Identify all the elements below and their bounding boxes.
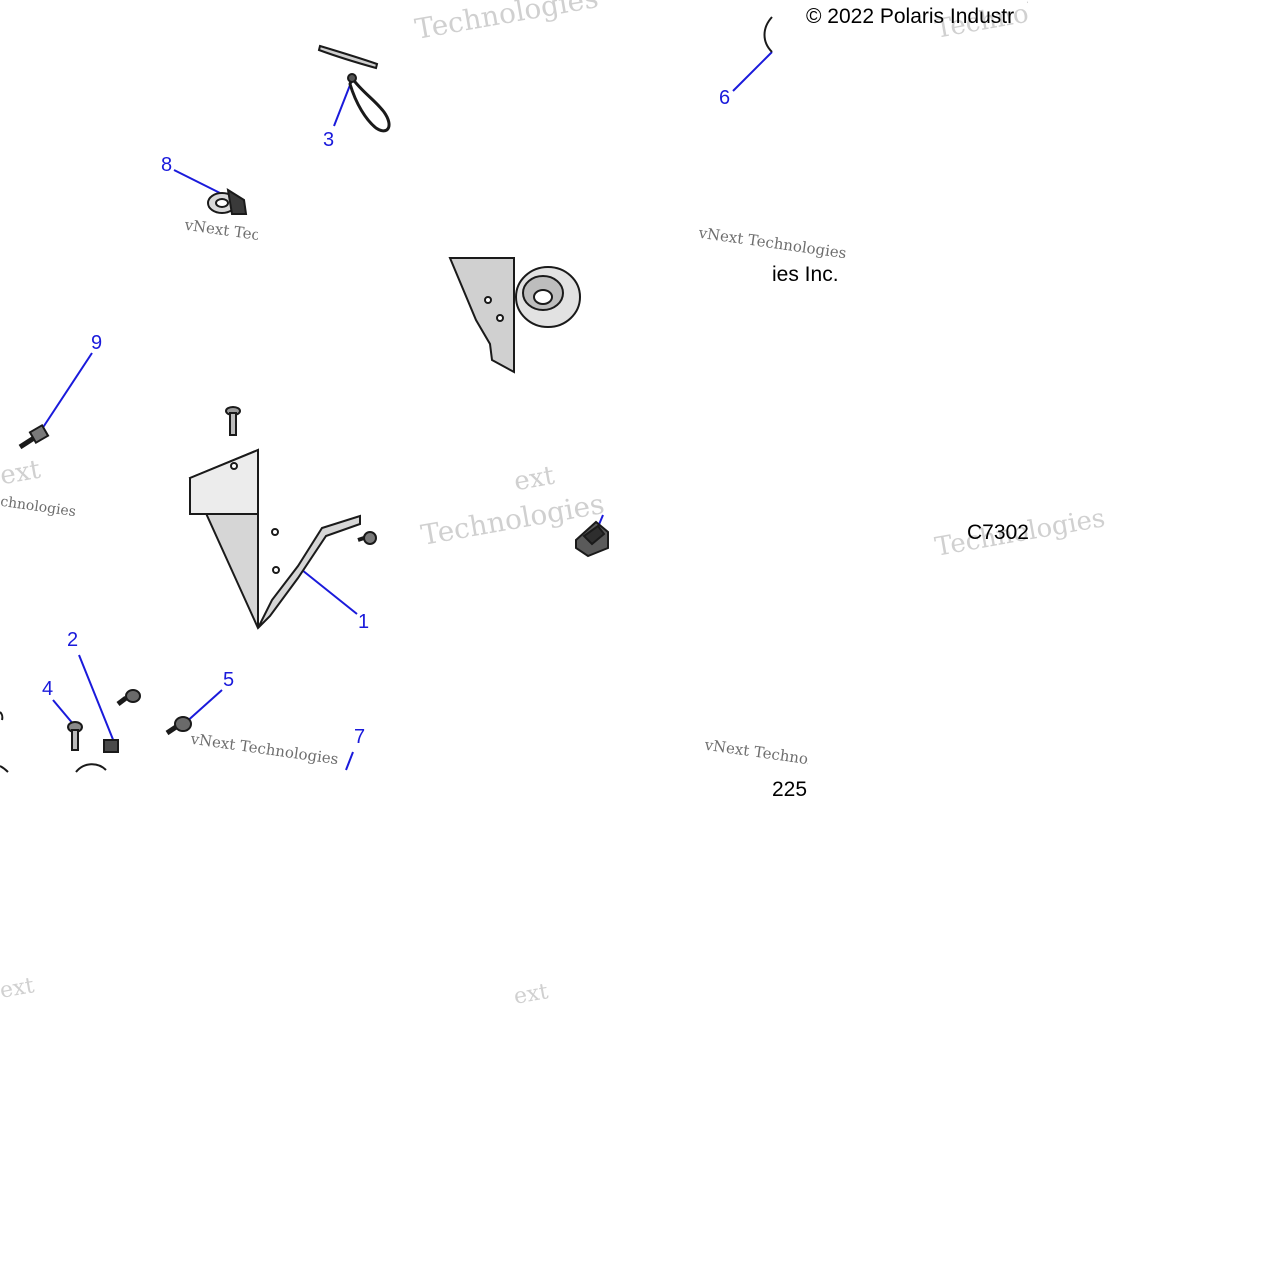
- tile-mask-top-right: [1028, 0, 1285, 257]
- bolt-part-9: [18, 423, 50, 450]
- bolt-part-4: [67, 721, 83, 751]
- copyright-text: © 2022 Polaris Industr: [806, 6, 1015, 27]
- cable-tie-part: [317, 44, 391, 133]
- callout-2: 2: [67, 629, 79, 651]
- callout-1: 1: [358, 611, 370, 633]
- fastener-clip-part: [575, 520, 609, 558]
- leader-line-3: [333, 79, 353, 127]
- leader-line-2: [78, 654, 115, 743]
- leader-line-6: [732, 51, 773, 92]
- callout-5: 5: [223, 669, 235, 691]
- callout-3: 3: [323, 129, 335, 151]
- leader-line-7: [345, 751, 354, 771]
- company-fragment-text: ies Inc.: [772, 263, 839, 286]
- callout-7: 7: [354, 726, 366, 748]
- main-bracket-part: [188, 448, 361, 630]
- leader-line-5: [183, 689, 223, 725]
- callout-9: 9: [91, 332, 103, 354]
- leader-line-4: [52, 699, 75, 726]
- screw-side-part: [357, 531, 377, 545]
- grommet-part: [515, 266, 581, 328]
- callout-6: 6: [719, 87, 731, 109]
- screw-top-part: [225, 406, 241, 436]
- clamp-part: [207, 187, 248, 215]
- leader-line-9: [39, 352, 93, 433]
- drawing-code-text: C7302: [967, 522, 1028, 543]
- tile-mask-center-lower: [808, 750, 1028, 810]
- watermark-center-mid-2: ext: [511, 460, 557, 498]
- tile-mask-left-upper: [258, 206, 448, 256]
- tile-mask-right-upper: [856, 236, 1028, 286]
- bolt-part-mid: [116, 689, 141, 706]
- grommet-edge-part: [763, 16, 773, 53]
- number-fragment-text: 225: [772, 778, 808, 801]
- bracket-fragment-part: [448, 257, 515, 374]
- bolt-part-5: [165, 716, 192, 736]
- watermark-left-mid: ext: [0, 454, 43, 492]
- partial-part-lower: [0, 711, 107, 773]
- callout-4: 4: [42, 678, 54, 700]
- callout-8: 8: [161, 154, 173, 176]
- watermark-bottom-center: ext: [512, 979, 551, 1010]
- watermark-bottom-left: ext: [0, 973, 37, 1004]
- bolt-part-2: [103, 739, 119, 753]
- leader-line-1: [296, 565, 358, 615]
